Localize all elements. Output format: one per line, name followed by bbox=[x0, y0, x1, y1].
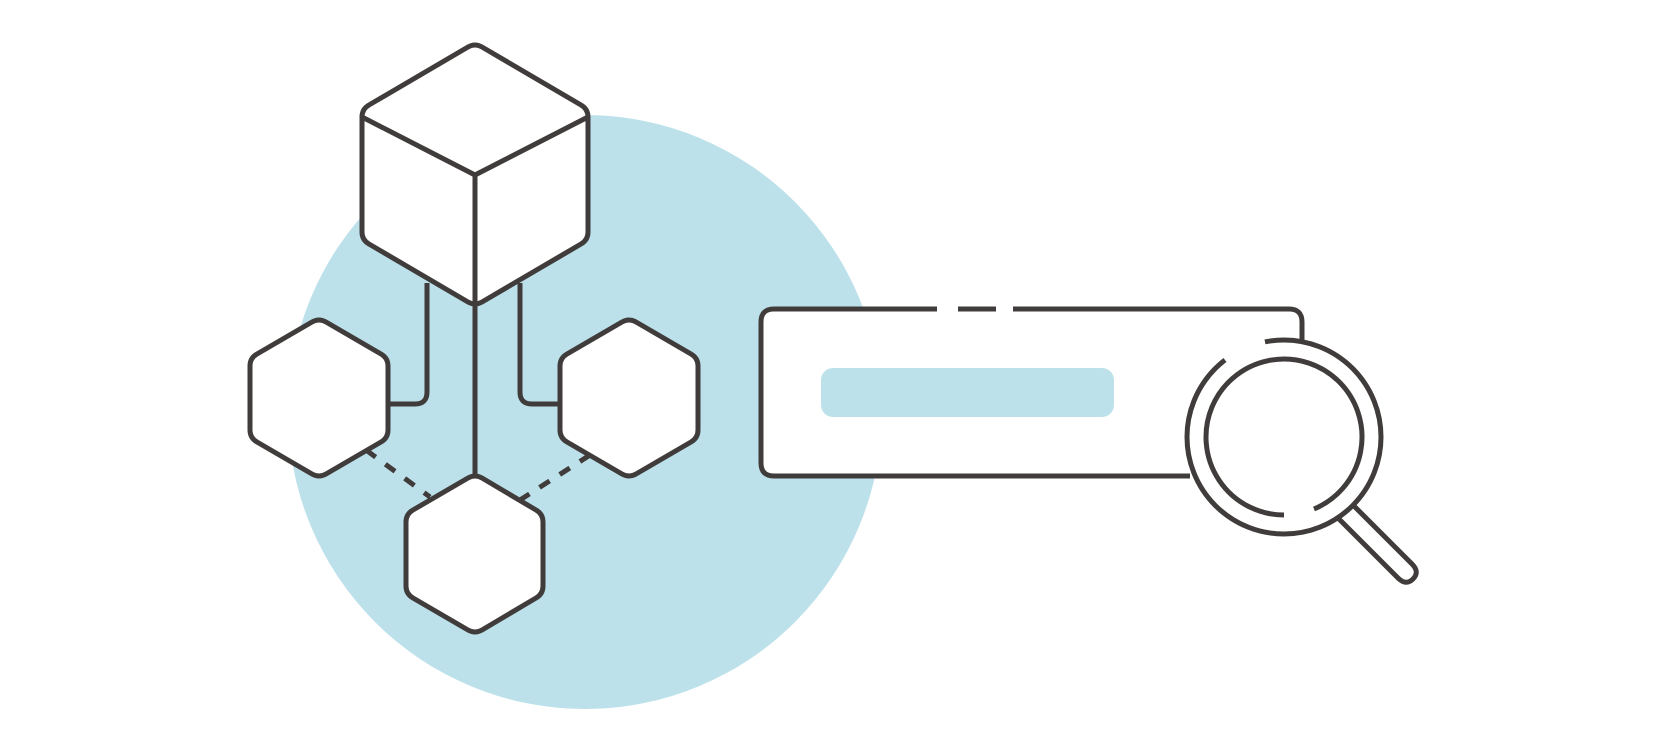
blockchain-network bbox=[247, 42, 701, 635]
connector-lines bbox=[388, 283, 561, 476]
hexagon-node-right bbox=[557, 317, 701, 479]
cube-icon bbox=[359, 42, 591, 307]
magnifying-glass-icon bbox=[1184, 337, 1419, 585]
hexagon-node-left bbox=[247, 317, 391, 479]
search-bar-illustration bbox=[758, 304, 1419, 585]
search-field-icon bbox=[758, 304, 1305, 479]
hexagon-node-bottom bbox=[403, 473, 546, 635]
search-text-placeholder bbox=[821, 368, 1114, 417]
